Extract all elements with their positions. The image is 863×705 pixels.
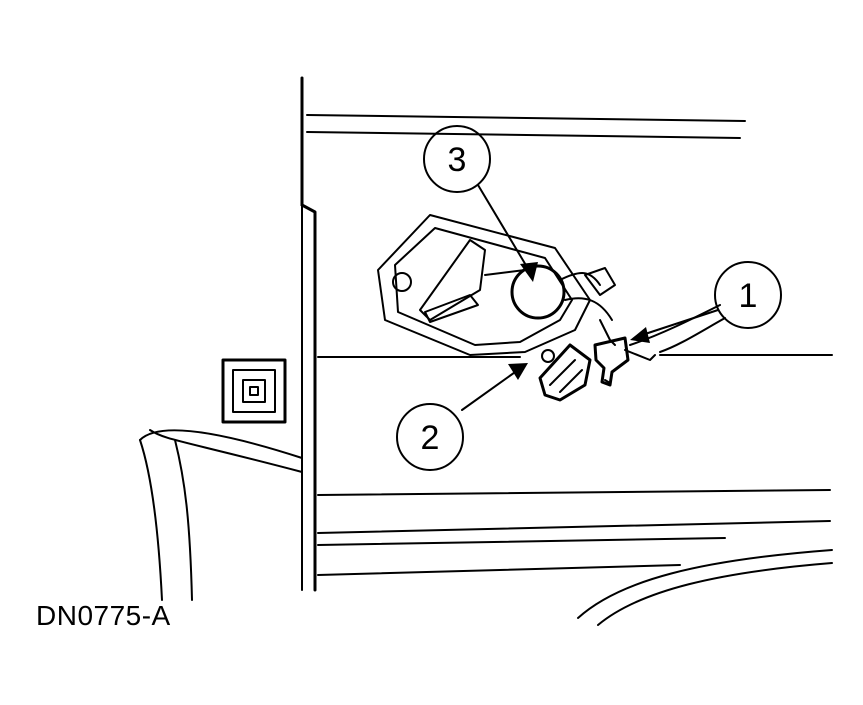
lock-button [221,358,287,424]
callout-1: 1 [714,261,782,329]
callout-3: 3 [423,125,491,193]
callout-2: 2 [396,403,464,471]
leader-lines [461,184,719,411]
door-panel [300,76,833,592]
lower-curve [577,549,833,626]
callout-3-label: 3 [448,141,467,179]
rod-clip [510,264,616,346]
rod [629,304,726,353]
latch-bracket [377,214,591,356]
callout-1-label: 1 [739,277,758,315]
figure-id: DN0775-A [36,600,171,631]
callout-2-label: 2 [421,419,440,457]
trim-curve [139,429,303,601]
actuator [538,336,656,402]
